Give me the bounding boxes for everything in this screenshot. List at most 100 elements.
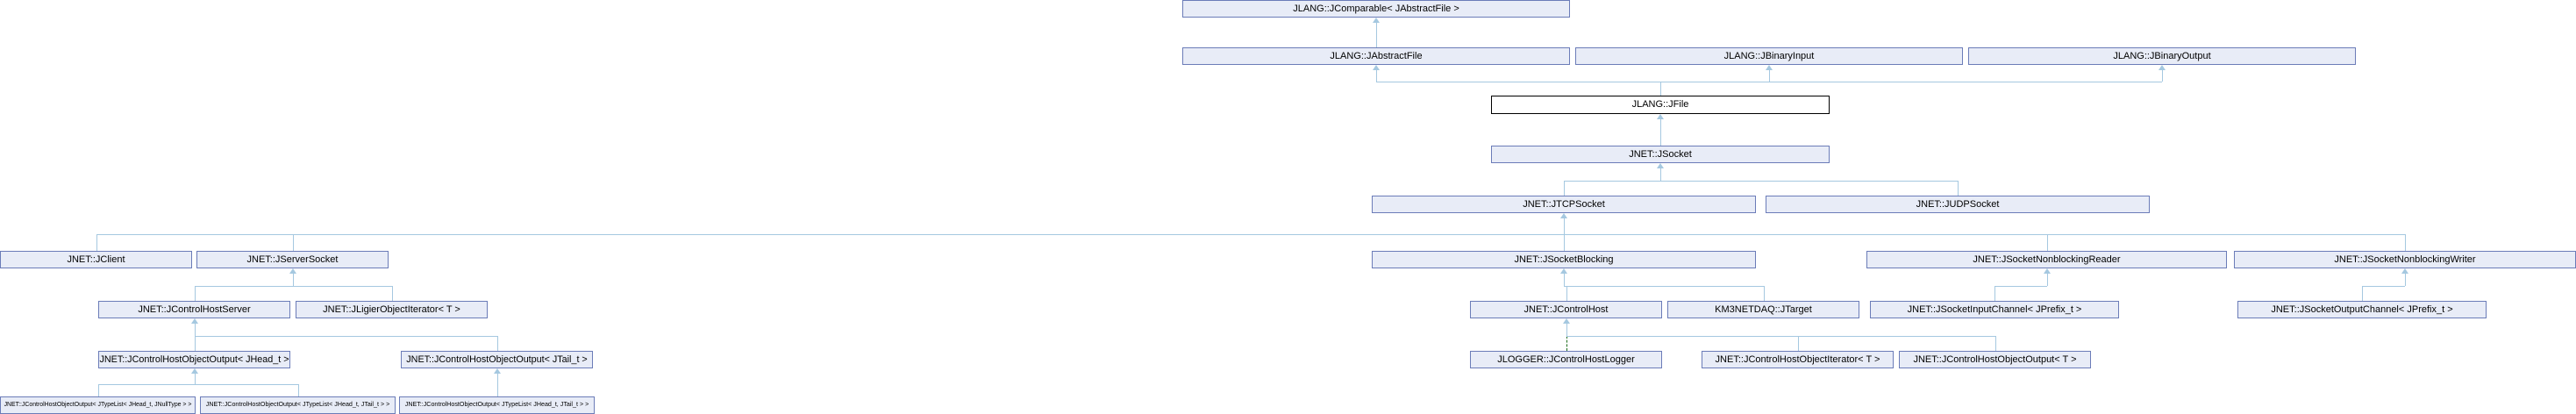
edge-arrowhead bbox=[1560, 213, 1567, 218]
edge-segment-vertical bbox=[1958, 181, 1959, 196]
class-node-label: JLANG::JFile bbox=[1631, 99, 1689, 110]
edge-segment-vertical bbox=[194, 324, 196, 336]
class-node-label: JNET::JSocketInputChannel< JPrefix_t > bbox=[1907, 303, 2082, 315]
class-node-jsocketinputchannel[interactable]: JNET::JSocketInputChannel< JPrefix_t > bbox=[1870, 301, 2119, 318]
edge-segment-vertical bbox=[1376, 23, 1377, 34]
class-node-jsocketblocking[interactable]: JNET::JSocketBlocking bbox=[1372, 251, 1756, 268]
edge-segment-vertical bbox=[1566, 324, 1567, 336]
class-node-jsocketoutputchannel[interactable]: JNET::JSocketOutputChannel< JPrefix_t > bbox=[2237, 301, 2487, 318]
edge-segment-vertical bbox=[1797, 336, 1799, 351]
edge-segment-vertical bbox=[2046, 234, 2048, 251]
class-node-jserversocket[interactable]: JNET::JServerSocket bbox=[196, 251, 389, 268]
class-node-jbinaryinput[interactable]: JLANG::JBinaryInput bbox=[1575, 47, 1963, 65]
edge-segment-horizontal bbox=[1564, 181, 1660, 182]
class-node-label: JNET::JSocket bbox=[1629, 148, 1692, 160]
class-node-jbinaryoutput[interactable]: JLANG::JBinaryOutput bbox=[1968, 47, 2356, 65]
class-node-label: JNET::JTCPSocket bbox=[1523, 198, 1605, 210]
class-node-label: JNET::JServerSocket bbox=[246, 253, 339, 265]
class-node-label: JNET::JControlHost bbox=[1523, 303, 1609, 315]
edge-segment-vertical bbox=[96, 234, 97, 251]
edge-segment-vertical bbox=[1994, 336, 1996, 351]
edge-segment-horizontal bbox=[194, 384, 298, 385]
edge-segment-vertical bbox=[496, 384, 498, 396]
edge-segment-vertical bbox=[1994, 286, 1995, 301]
class-node-jligierobjectiterator[interactable]: JNET::JLigierObjectIterator< T > bbox=[296, 301, 488, 318]
class-node-label: JNET::JSocketOutputChannel< JPrefix_t > bbox=[2271, 303, 2453, 315]
class-node-label: JNET::JControlHostObjectOutput< JTypeLis… bbox=[404, 401, 589, 409]
class-node-jchoo_jtypelist_null[interactable]: JNET::JControlHostObjectOutput< JTypeLis… bbox=[0, 396, 196, 414]
class-node-label: JLANG::JBinaryInput bbox=[1723, 50, 1815, 61]
edge-segment-vertical bbox=[1566, 286, 1567, 301]
class-node-jcontrolhost[interactable]: JNET::JControlHost bbox=[1470, 301, 1662, 318]
edge-segment-vertical bbox=[292, 274, 294, 286]
edge-arrowhead bbox=[1657, 114, 1664, 119]
edge-segment-horizontal bbox=[194, 336, 497, 337]
class-node-jclient[interactable]: JNET::JClient bbox=[0, 251, 192, 268]
edge-arrowhead bbox=[1766, 65, 1773, 70]
class-node-label: JNET::JControlHostServer bbox=[138, 303, 251, 315]
class-node-label: KM3NETDAQ::JTarget bbox=[1715, 303, 1812, 315]
edge-arrowhead bbox=[1373, 18, 1380, 23]
edge-segment-vertical bbox=[297, 384, 299, 396]
class-node-label: JLANG::JBinaryOutput bbox=[2113, 50, 2211, 61]
class-node-label: JNET::JControlHostObjectOutput< JTail_t … bbox=[406, 353, 588, 365]
class-node-label: JNET::JControlHostObjectOutput< JHead_t … bbox=[99, 353, 289, 365]
class-node-jchoo_t[interactable]: JNET::JControlHostObjectOutput< T > bbox=[1899, 351, 2091, 368]
edge-segment-vertical bbox=[1564, 274, 1565, 286]
edge-arrowhead bbox=[1657, 163, 1664, 168]
class-node-jcomparable[interactable]: JLANG::JComparable< JAbstractFile > bbox=[1182, 0, 1570, 18]
class-node-label: JNET::JClient bbox=[67, 253, 125, 265]
edge-arrowhead bbox=[289, 268, 296, 274]
edge-segment-horizontal bbox=[1564, 234, 2405, 235]
edge-segment-horizontal bbox=[1660, 181, 1958, 182]
class-node-jchoiterator_t[interactable]: JNET::JControlHostObjectIterator< T > bbox=[1702, 351, 1894, 368]
edge-segment-vertical bbox=[292, 234, 294, 251]
class-node-jchoo_jtypelist_tail2[interactable]: JNET::JControlHostObjectOutput< JTypeLis… bbox=[399, 396, 595, 414]
edge-segment-vertical bbox=[1660, 132, 1661, 146]
edge-segment-vertical bbox=[1564, 234, 1565, 251]
edge-segment-horizontal bbox=[1566, 336, 1995, 337]
class-node-km3netdaqtarget[interactable]: KM3NETDAQ::JTarget bbox=[1667, 301, 1859, 318]
class-node-label: JNET::JLigierObjectIterator< T > bbox=[323, 303, 460, 315]
class-node-label: JNET::JSocketNonblockingReader bbox=[1973, 253, 2121, 265]
edge-segment-vertical bbox=[2162, 70, 2163, 82]
class-node-jabstractfile[interactable]: JLANG::JAbstractFile bbox=[1182, 47, 1570, 65]
edge-segment-horizontal bbox=[292, 286, 392, 287]
edge-segment-vertical bbox=[496, 336, 498, 351]
edge-segment-vertical bbox=[194, 374, 196, 384]
edge-segment-horizontal bbox=[1994, 286, 2047, 287]
edge-arrowhead bbox=[1373, 65, 1380, 70]
class-node-jcontrolhostlogger[interactable]: JLOGGER::JControlHostLogger bbox=[1470, 351, 1662, 368]
class-node-jsocketnbreader[interactable]: JNET::JSocketNonblockingReader bbox=[1866, 251, 2227, 268]
class-node-judpsocket[interactable]: JNET::JUDPSocket bbox=[1766, 196, 2150, 213]
edge-segment-vertical bbox=[194, 286, 196, 301]
edge-segment-horizontal bbox=[97, 384, 195, 385]
class-node-jfile[interactable]: JLANG::JFile bbox=[1491, 96, 1830, 114]
class-node-label: JLANG::JComparable< JAbstractFile > bbox=[1293, 3, 1459, 14]
class-node-label: JNET::JControlHostObjectOutput< JTypeLis… bbox=[205, 401, 390, 409]
class-node-jchoo_jtypelist_tail1[interactable]: JNET::JControlHostObjectOutput< JTypeLis… bbox=[200, 396, 396, 414]
class-node-jchoo_jhead[interactable]: JNET::JControlHostObjectOutput< JHead_t … bbox=[98, 351, 290, 368]
edge-segment-vertical bbox=[1769, 70, 1770, 82]
edge-arrowhead bbox=[190, 368, 198, 374]
edge-segment-horizontal bbox=[2362, 286, 2405, 287]
edge-segment-usage bbox=[1566, 336, 1567, 351]
class-node-jcontrolhostserver[interactable]: JNET::JControlHostServer bbox=[98, 301, 290, 318]
class-node-jtcpsocket[interactable]: JNET::JTCPSocket bbox=[1372, 196, 1756, 213]
edge-segment-vertical bbox=[1564, 181, 1565, 196]
edge-arrowhead bbox=[2043, 268, 2051, 274]
edge-segment-vertical bbox=[2362, 286, 2363, 301]
class-node-label: JNET::JSocketNonblockingWriter bbox=[2334, 253, 2476, 265]
edge-arrowhead bbox=[2159, 65, 2166, 70]
edge-segment-vertical bbox=[1763, 286, 1765, 301]
class-node-jchoo_jtail[interactable]: JNET::JControlHostObjectOutput< JTail_t … bbox=[401, 351, 593, 368]
class-node-label: JNET::JUDPSocket bbox=[1916, 198, 2000, 210]
class-node-jsocket[interactable]: JNET::JSocket bbox=[1491, 146, 1830, 163]
edge-segment-vertical bbox=[1564, 218, 1565, 234]
edge-segment-vertical bbox=[2405, 234, 2406, 251]
class-node-jsocketnbwriter[interactable]: JNET::JSocketNonblockingWriter bbox=[2234, 251, 2576, 268]
class-node-label: JLOGGER::JControlHostLogger bbox=[1497, 353, 1635, 365]
edge-segment-vertical bbox=[391, 286, 393, 301]
edge-segment-horizontal bbox=[292, 234, 1564, 235]
